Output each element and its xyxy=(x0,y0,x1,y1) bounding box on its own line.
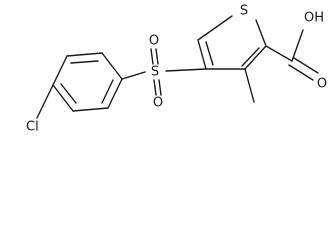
bond-carboxyl-oh xyxy=(291,29,304,62)
bond-ar5-ar6-inner xyxy=(70,60,99,64)
bond-ar6-ar1 xyxy=(101,52,123,80)
bond-sulfonyl-aryl xyxy=(121,71,146,80)
bond-c5-s1 xyxy=(197,15,233,41)
bond-c2-carboxyl xyxy=(265,45,293,62)
bond-ar1-ar2 xyxy=(107,78,123,109)
bond-ar1-ar2-inner xyxy=(101,79,114,104)
bond-c4-c5 xyxy=(197,39,207,70)
molecule-structure: S S O O O OH Cl xyxy=(26,4,327,135)
bond-ar5-ar6 xyxy=(66,52,103,57)
bond-ar3-ar4 xyxy=(52,84,74,112)
bond-sulfonyl-o-top-a xyxy=(150,48,154,65)
bond-sulfonyl-o-bottom-a xyxy=(153,79,157,96)
sulfonyl-oxygen-top-label: O xyxy=(149,34,159,49)
bond-ar2-ar3 xyxy=(72,107,109,112)
bond-sulfonyl-o-bottom-b xyxy=(158,79,162,96)
bonds xyxy=(36,15,319,119)
carboxyl-oxygen-label: O xyxy=(317,77,327,92)
sulfonyl-sulfur-label: S xyxy=(151,65,159,80)
thiophene-sulfur-label: S xyxy=(240,4,248,19)
bond-ar4-cl xyxy=(36,84,54,119)
bond-c4-c5-double xyxy=(205,41,214,66)
bond-carboxyl-o-double-a xyxy=(288,64,314,81)
bond-c2-c3 xyxy=(244,45,267,70)
bond-c4-sulfonyl xyxy=(165,68,207,72)
bond-sulfonyl-o-top-b xyxy=(155,48,159,65)
bond-carboxyl-o-double-b xyxy=(293,57,319,74)
carboxyl-hydroxyl-label: OH xyxy=(304,11,324,26)
bond-c3-methyl xyxy=(244,68,255,103)
bond-c2-c3-double xyxy=(241,47,260,67)
bond-s1-c2 xyxy=(255,19,267,47)
bond-ar4-ar5 xyxy=(52,55,68,86)
sulfonyl-oxygen-bottom-label: O xyxy=(153,96,163,111)
atom-labels: S S O O O OH Cl xyxy=(26,4,327,135)
bond-ar3-ar4-inner xyxy=(60,83,77,104)
chlorine-label: Cl xyxy=(26,120,39,135)
